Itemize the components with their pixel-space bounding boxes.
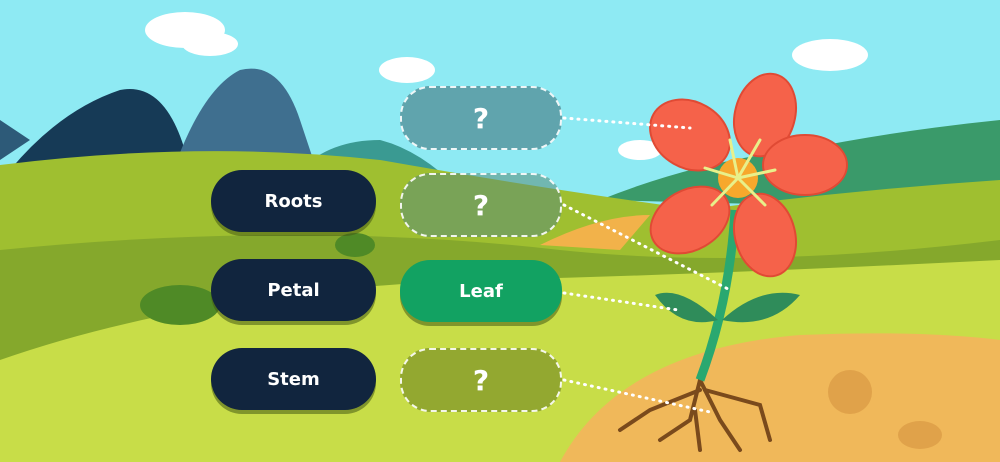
- soil: [560, 333, 1000, 462]
- drop-zone-leaf[interactable]: Leaf: [400, 260, 562, 322]
- drop-zone-petal[interactable]: ?: [400, 86, 562, 150]
- connector-lines: [562, 116, 732, 414]
- word-button-stem[interactable]: Stem: [211, 348, 376, 410]
- word-button-petal[interactable]: Petal: [211, 259, 376, 321]
- leaf-icon: [722, 292, 800, 323]
- word-button-roots[interactable]: Roots: [211, 170, 376, 232]
- flower-petals-icon: [649, 72, 848, 278]
- drop-zone-stem[interactable]: ?: [400, 173, 562, 237]
- cloud-icon: [145, 12, 868, 160]
- roots-icon: [618, 378, 772, 452]
- drop-zone-roots[interactable]: ?: [400, 348, 562, 412]
- leaf-icon: [655, 292, 718, 323]
- mountain: [10, 89, 190, 170]
